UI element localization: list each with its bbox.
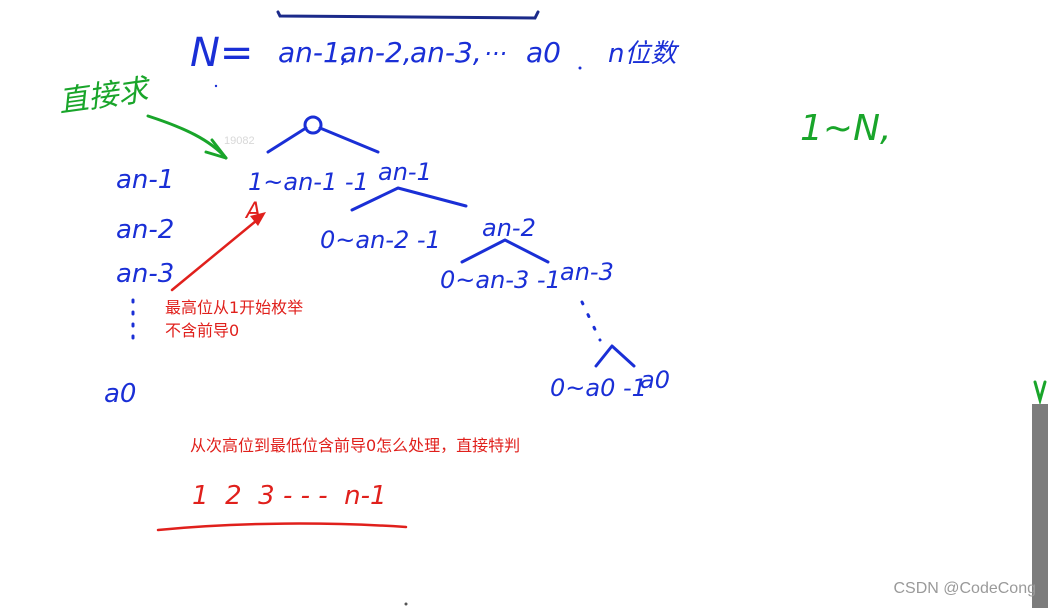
small-dot [578,66,582,70]
tree-level1-right: an-1 [378,158,432,186]
green-arrow-head [204,138,228,160]
digits-overbrace [276,10,540,20]
left-digit-an-2: an-2 [116,215,174,245]
green-tab-glyph [1033,380,1047,404]
range-label: 1~N, [800,108,891,149]
left-digit-an-1: an-1 [116,165,174,195]
tree-branch-1 [266,126,380,154]
faint-id: 19082 [224,135,255,147]
side-panel-edge [1032,404,1048,608]
tree-branch-4 [594,344,636,368]
green-arrow [146,114,228,160]
tree-branch-3 [460,238,550,264]
note-top-line1: 最高位从1开始枚举 [165,298,304,317]
digit-an-1: an-1, [278,36,350,69]
digit-an-3: an-3, [410,36,482,69]
digit-ellipsis: ··· [484,40,507,68]
tree-level3-left: 0~an-3 -1 [440,266,561,294]
n-digits-label: n位数 [608,39,679,69]
red-underline [156,522,408,532]
watermark: CSDN @CodeCong [893,580,1036,597]
n-equals: N= [190,30,253,76]
tree-level4-right: a0 [640,366,670,394]
tree-level2-left: 0~an-2 -1 [320,226,441,254]
digit-a0: a0 [526,36,561,69]
tree-level2-right: an-2 [482,214,536,242]
note-top-line2: 不含前导0 [165,321,240,340]
note-bottom: 从次高位到最低位含前导0怎么处理，直接特判 [190,436,521,455]
tree-level3-right: an-3 [560,258,614,286]
tree-branch-2 [350,186,468,212]
tree-dots [580,300,602,342]
tree-level4-left: 0~a0 -1 [550,374,647,402]
left-digit-an-3: an-3 [116,259,174,289]
tree-root-node [303,115,323,135]
red-arrow-line [170,214,264,292]
red-arrow-head [250,212,266,226]
left-digit-a0: a0 [104,379,136,409]
tree-level1-left: 1~an-1 -1 [248,168,369,196]
small-dot-3 [404,602,408,606]
digit-an-2: an-2, [340,36,412,69]
direct-label: 直接求 [56,72,154,120]
sequence: 1 2 3 - - - n-1 [192,481,387,511]
small-dot-2 [214,84,218,88]
